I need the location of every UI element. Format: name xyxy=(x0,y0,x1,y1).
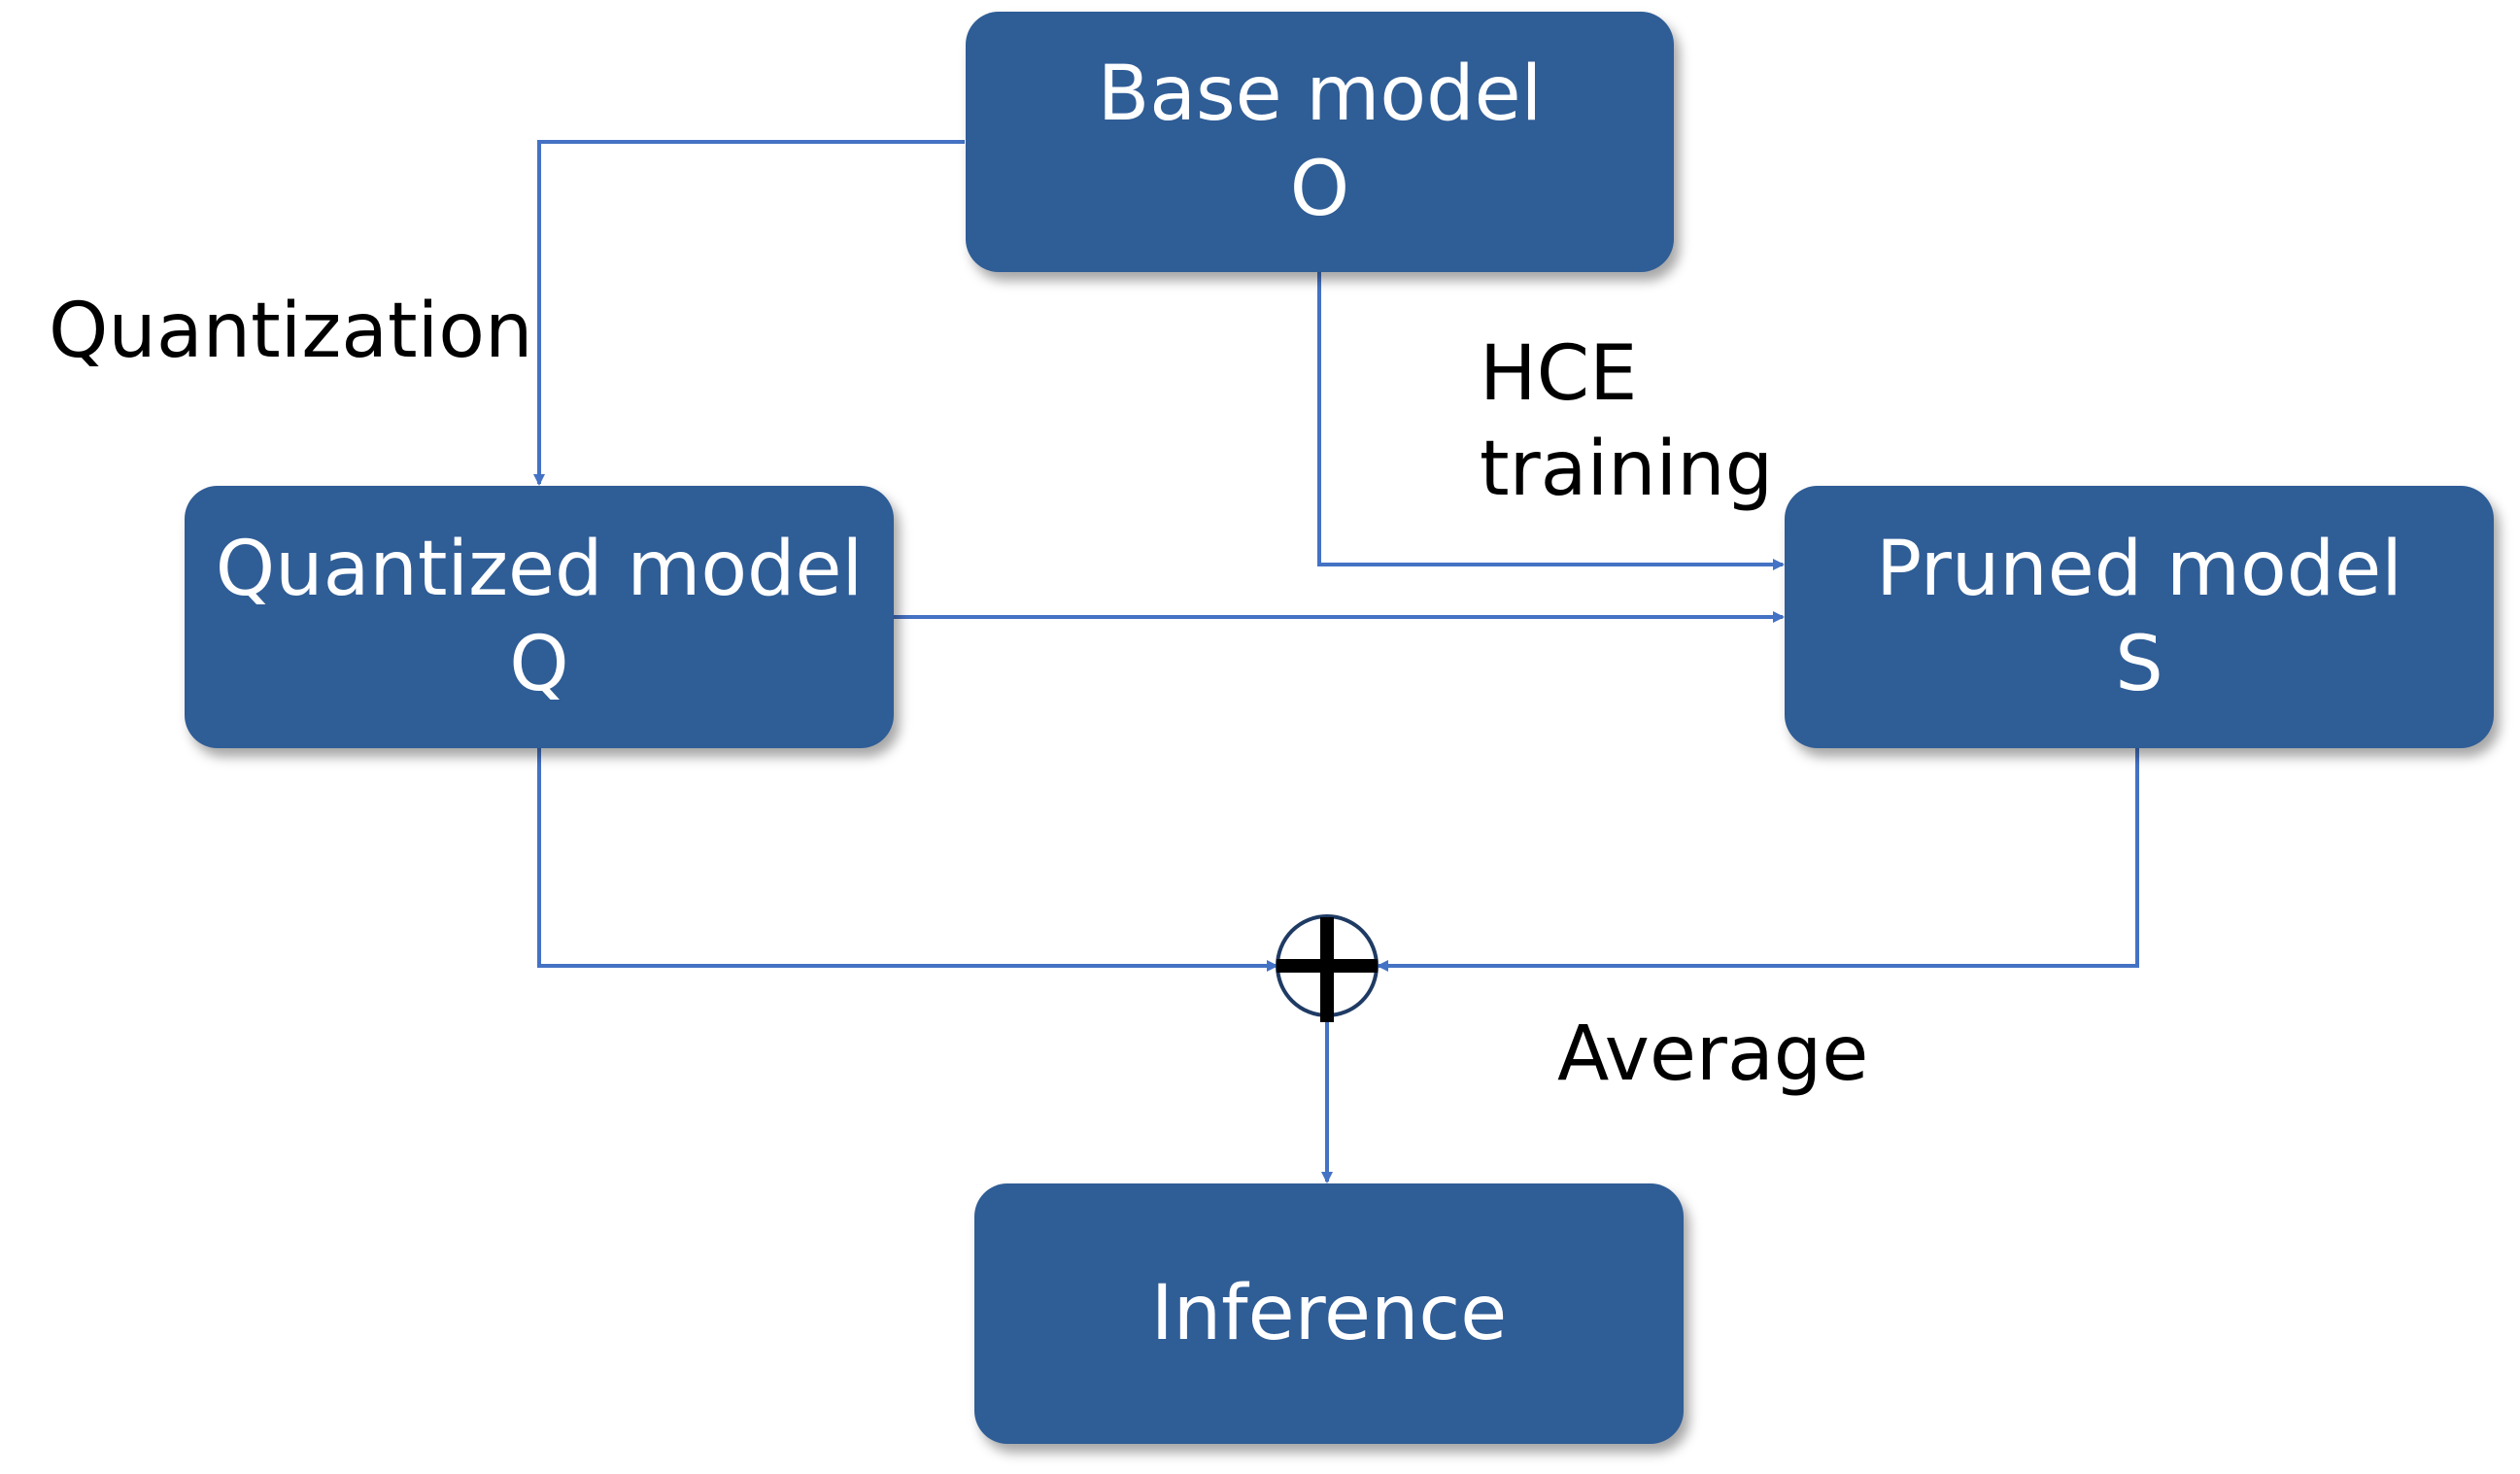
quantized-model-symbol: Q xyxy=(509,621,569,708)
quantization-arrow xyxy=(533,140,965,486)
inference-node: Inference xyxy=(974,1183,1684,1444)
pruned-model-symbol: S xyxy=(2115,621,2163,708)
base-model-symbol: O xyxy=(1289,146,1350,233)
inference-title: Inference xyxy=(1150,1270,1508,1357)
base-model-title: Base model xyxy=(1097,51,1543,138)
quantized-model-title: Quantized model xyxy=(215,526,864,613)
quantized-to-sum-arrow xyxy=(537,748,1278,972)
hce-training-arrow xyxy=(1317,272,1785,570)
quantization-label: Quantization xyxy=(49,288,533,375)
average-label: Average xyxy=(1557,1011,1869,1098)
quantized-model-node: Quantized model Q xyxy=(185,486,894,748)
pruned-model-title: Pruned model xyxy=(1876,526,2402,613)
hce-training-label-line1: HCE xyxy=(1480,330,1638,418)
pruned-model-node: Pruned model S xyxy=(1785,486,2494,748)
sum-node-icon xyxy=(1276,914,1379,1022)
hce-training-label-line2: training xyxy=(1480,426,1774,513)
base-model-node: Base model O xyxy=(966,12,1674,272)
hce-training-label: HCE training xyxy=(1480,326,1773,517)
pruned-to-sum-arrow xyxy=(1377,748,2139,972)
